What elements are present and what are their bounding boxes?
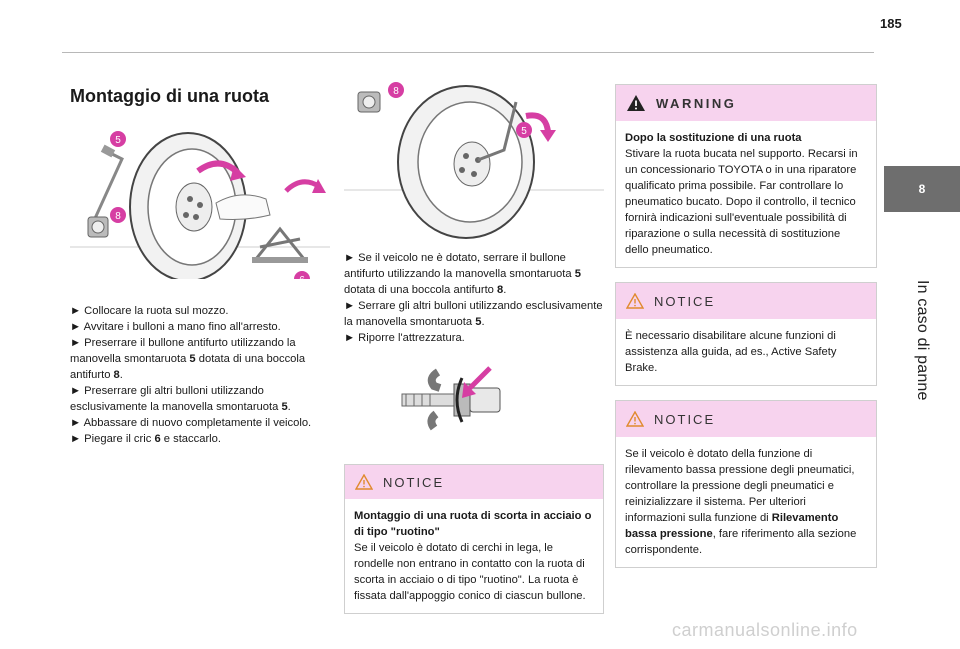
jack-icon: [252, 226, 308, 263]
notice-label: NOTICE: [654, 293, 716, 309]
step-item: ► Abbassare di nuovo completamente il ve…: [70, 417, 312, 429]
notice-triangle-icon: [626, 411, 644, 427]
antitheft-socket-icon: [357, 91, 381, 113]
bolt-washer-illustration: [401, 366, 501, 431]
pointer-arrow-icon: [468, 366, 492, 390]
tyre-pressure-link-text: Rilevamento bassa pressione: [625, 512, 839, 540]
header-divider: [62, 52, 874, 53]
notice-content: Montaggio di una ruota di scorta in acci…: [345, 499, 603, 613]
step-item: ► Serrare gli altri bulloni utilizzando …: [344, 300, 603, 328]
warning-label: WARNING: [656, 95, 737, 111]
notice-box-spare-wheel: NOTICE Montaggio di una ruota di scorta …: [344, 464, 604, 614]
callout-6: 6: [294, 271, 310, 279]
step-item: ► Se il veicolo ne è dotato, serrare il …: [344, 252, 581, 296]
step-item: ► Preserrare gli altri bulloni utilizzan…: [70, 385, 291, 413]
wheel-mounting-illustration: 5 8 6: [70, 131, 330, 279]
svg-text:8: 8: [115, 211, 121, 222]
notice-heading: Montaggio di una ruota di scorta in acci…: [354, 510, 592, 538]
warning-content: Dopo la sostituzione di una ruota Stivar…: [616, 121, 876, 267]
hand-icon: [215, 194, 271, 220]
chapter-title-text: In caso di panne: [914, 279, 931, 401]
middle-steps: ► Se il veicolo ne è dotato, serrare il …: [344, 250, 604, 346]
warning-triangle-icon: [627, 95, 645, 111]
rotation-arrow-icon: [525, 112, 551, 133]
chapter-title-vertical: In caso di panne: [884, 225, 960, 455]
svg-text:5: 5: [115, 135, 121, 146]
callout-5: 5: [516, 122, 532, 138]
tire-icon: [129, 132, 247, 279]
tire-icon: [397, 85, 535, 239]
notice-header: NOTICE: [345, 465, 603, 499]
notice-header: NOTICE: [616, 283, 876, 319]
middle-column: 8 5 ► Se il veicolo ne è dotato, serrare…: [344, 80, 604, 614]
callout-8: 8: [110, 207, 126, 223]
step-item: ► Riporre l'attrezzatura.: [344, 332, 465, 344]
notice-text: È necessario disabilitare alcune funzion…: [625, 330, 837, 374]
notice-text: Se il veicolo è dotato di cerchi in lega…: [354, 542, 586, 602]
svg-text:8: 8: [393, 86, 399, 97]
warning-box: WARNING Dopo la sostituzione di una ruot…: [615, 84, 877, 268]
chapter-tab[interactable]: 8: [884, 166, 960, 212]
section-title: Montaggio di una ruota: [70, 86, 269, 106]
notice-triangle-icon: [355, 474, 373, 490]
notice-content: È necessario disabilitare alcune funzion…: [616, 319, 876, 385]
callout-8: 8: [388, 82, 404, 98]
notice-header: NOTICE: [616, 401, 876, 437]
notice-content: Se il veicolo è dotato della funzione di…: [625, 448, 857, 556]
left-column: Montaggio di una ruota: [70, 86, 330, 447]
left-steps: ► Collocare la ruota sul mozzo. ► Avvita…: [70, 303, 330, 447]
notice-triangle-icon: [626, 293, 644, 309]
antitheft-socket-icon: [87, 216, 109, 238]
notice-box-tyre-pressure: NOTICE Se il veicolo è dotato della funz…: [615, 400, 877, 568]
step-item: ► Preserrare il bullone antifurto utiliz…: [70, 337, 306, 381]
step-item: ► Piegare il cric 6 e staccarlo.: [70, 433, 221, 445]
page-number: 185: [880, 16, 902, 31]
callout-5: 5: [110, 131, 126, 147]
notice-label: NOTICE: [383, 474, 445, 490]
warning-text: Stivare la ruota bucata nel supporto. Re…: [625, 148, 858, 256]
wheel-wrench-icon: [90, 144, 124, 226]
notice-box-driving-aids: NOTICE È necessario disabilitare alcune …: [615, 282, 877, 386]
watermark: carmanualsonline.info: [672, 620, 858, 640]
step-item: ► Avvitare i bulloni a mano fino all'arr…: [70, 321, 281, 333]
warning-heading: Dopo la sostituzione di una ruota: [625, 132, 802, 144]
step-item: ► Collocare la ruota sul mozzo.: [70, 305, 229, 317]
warning-header: WARNING: [616, 85, 876, 121]
bolt-tightening-illustration: 8 5: [344, 82, 604, 239]
right-column: WARNING Dopo la sostituzione di una ruot…: [615, 84, 877, 568]
svg-text:6: 6: [299, 275, 305, 279]
washer-icon: [455, 377, 464, 423]
notice-label: NOTICE: [654, 411, 716, 427]
svg-text:5: 5: [521, 126, 527, 137]
wheel-wrench-icon: [477, 101, 518, 162]
